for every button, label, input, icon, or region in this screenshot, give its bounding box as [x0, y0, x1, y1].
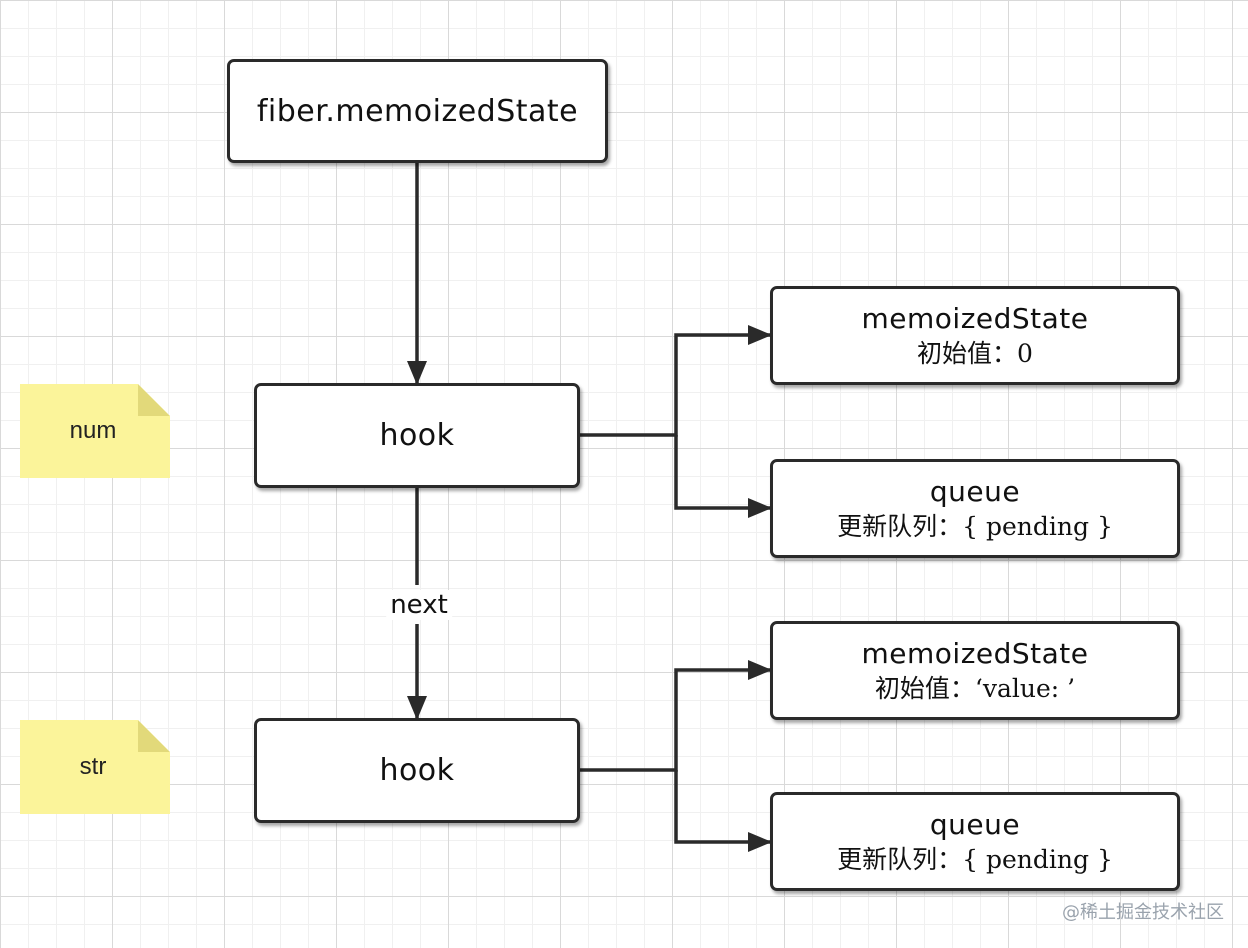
memoized-state-node-1[interactable]: memoizedState 初始值：0 — [770, 286, 1180, 385]
memoized-state-node-2[interactable]: memoizedState 初始值：‘value: ’ — [770, 621, 1180, 720]
edge-hook1-to-state — [580, 325, 772, 437]
hook-label-1: hook — [379, 418, 455, 453]
queue-node-1[interactable]: queue 更新队列：{ pending } — [770, 459, 1180, 558]
memoized-state-detail-2: 初始值：‘value: ’ — [874, 673, 1076, 703]
queue-title-1: queue — [929, 474, 1021, 508]
queue-title-2: queue — [929, 807, 1021, 841]
watermark: @稀土掘金技术社区 — [1062, 902, 1224, 923]
note-num: num — [20, 384, 170, 478]
note-num-label: num — [69, 417, 117, 444]
edge-hook1-to-queue — [674, 435, 772, 518]
memoized-state-detail-1: 初始值：0 — [917, 338, 1033, 368]
memoized-state-title-2: memoizedState — [861, 636, 1089, 670]
queue-detail-2: 更新队列：{ pending } — [837, 844, 1113, 874]
queue-node-2[interactable]: queue 更新队列：{ pending } — [770, 792, 1180, 891]
fiber-memoized-state-node[interactable]: fiber.memoizedState — [227, 59, 608, 163]
note-str-label: str — [79, 753, 107, 780]
next-edge-label: next — [386, 590, 452, 620]
hook-label-2: hook — [379, 753, 455, 788]
edge-hook2-to-state — [580, 660, 772, 772]
hook-node-1[interactable]: hook — [254, 383, 580, 488]
queue-detail-1: 更新队列：{ pending } — [837, 511, 1113, 541]
edge-hook2-to-queue — [674, 770, 772, 852]
note-str: str — [20, 720, 170, 814]
fiber-memoized-state-label: fiber.memoizedState — [256, 93, 579, 129]
memoized-state-title-1: memoizedState — [861, 301, 1089, 335]
hook-node-2[interactable]: hook — [254, 718, 580, 823]
